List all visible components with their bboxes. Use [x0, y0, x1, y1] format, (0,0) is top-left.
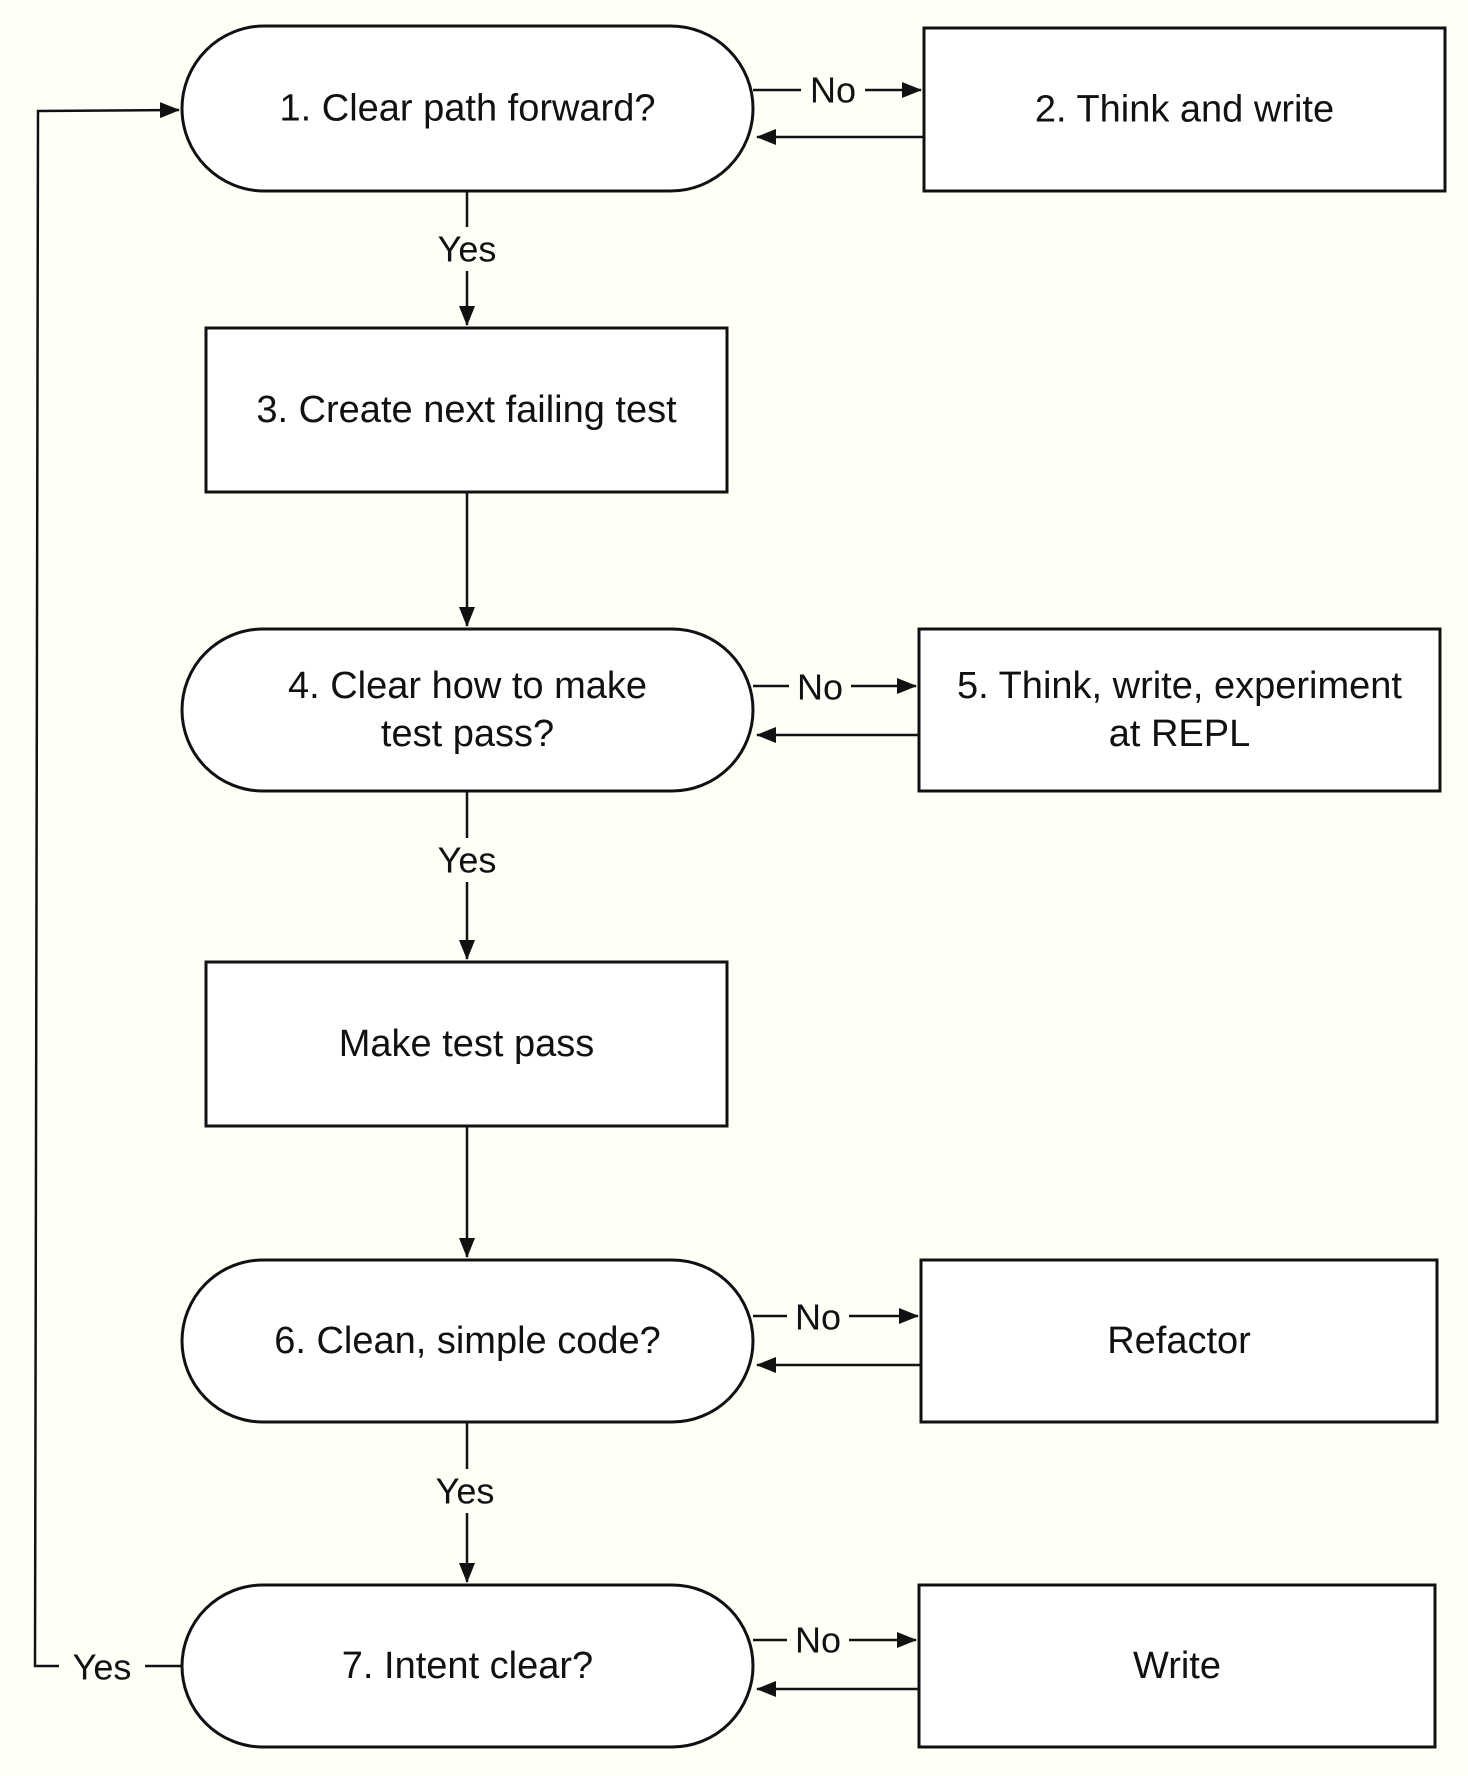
edge-label-no: No [810, 70, 856, 111]
process-shape [917, 1583, 1437, 1749]
terminator-shape [180, 24, 755, 193]
decision-node-n9: 7. Intent clear? [180, 1583, 755, 1749]
process-node-n6: Make test pass [204, 960, 729, 1128]
node-label-line: 7. Intent clear? [342, 1645, 593, 1687]
edge-label-background [429, 227, 505, 271]
edge-label-group: No [801, 68, 865, 112]
edge-label-no: No [795, 1297, 841, 1338]
decision-node-n4: 4. Clear how to make test pass? [180, 627, 755, 793]
node-label-line: 3. Create next failing test [256, 389, 677, 431]
edge-label-group: No [787, 1295, 849, 1339]
node-label-line: test pass? [381, 713, 554, 755]
process-shape [919, 1258, 1439, 1424]
node-label-line: 4. Clear how to make [288, 665, 647, 707]
node-label-line: 6. Clean, simple code? [274, 1320, 661, 1362]
node-label-line: Write [1133, 1645, 1221, 1687]
edge-label-background [427, 1469, 503, 1513]
edge-label-group: Yes [429, 838, 505, 882]
edge-label-background [429, 838, 505, 882]
edge-n9-to-n1 [33, 102, 182, 1668]
edge-label-yes: Yes [438, 840, 497, 881]
process-node-n10: Write [917, 1583, 1437, 1749]
edge-label-group: No [787, 1618, 849, 1662]
node-label-line: at REPL [1109, 713, 1251, 755]
process-node-n3: 3. Create next failing test [204, 326, 729, 494]
terminator-shape [180, 1258, 755, 1424]
process-shape [204, 326, 729, 494]
edge-label-background [801, 68, 865, 112]
edge-label-no: No [797, 667, 843, 708]
decision-node-n1: 1. Clear path forward? [180, 24, 755, 193]
nodes-layer: 1. Clear path forward? 2. Think and write… [180, 24, 1447, 1749]
edge-label-group: No [789, 665, 851, 709]
edge-label-yes: Yes [436, 1471, 495, 1512]
edge-label-background [789, 665, 851, 709]
process-shape [917, 627, 1442, 793]
edge-label-yes: Yes [438, 229, 497, 270]
edge-label-background [59, 1645, 145, 1689]
edge-label-group: Yes [59, 1645, 145, 1689]
edge-label-background [787, 1295, 849, 1339]
edge-label-yes: Yes [73, 1647, 132, 1688]
node-label-line: 1. Clear path forward? [280, 88, 656, 130]
process-node-n2: 2. Think and write [922, 26, 1447, 193]
process-node-n8: Refactor [919, 1258, 1439, 1424]
process-node-n5: 5. Think, write, experiment at REPL [917, 627, 1442, 793]
edge-label-no: No [795, 1620, 841, 1661]
terminator-shape [180, 1583, 755, 1749]
decision-node-n7: 6. Clean, simple code? [180, 1258, 755, 1424]
node-label-line: 2. Think and write [1035, 89, 1334, 131]
node-label-line: Make test pass [339, 1023, 595, 1065]
edge-label-group: Yes [427, 1469, 503, 1513]
node-label-line: 5. Think, write, experiment [957, 665, 1402, 707]
edge-label-group: Yes [429, 227, 505, 271]
node-label-line: Refactor [1107, 1320, 1251, 1362]
terminator-shape [180, 627, 755, 793]
edge-label-background [787, 1618, 849, 1662]
process-shape [922, 26, 1447, 193]
process-shape [204, 960, 729, 1128]
